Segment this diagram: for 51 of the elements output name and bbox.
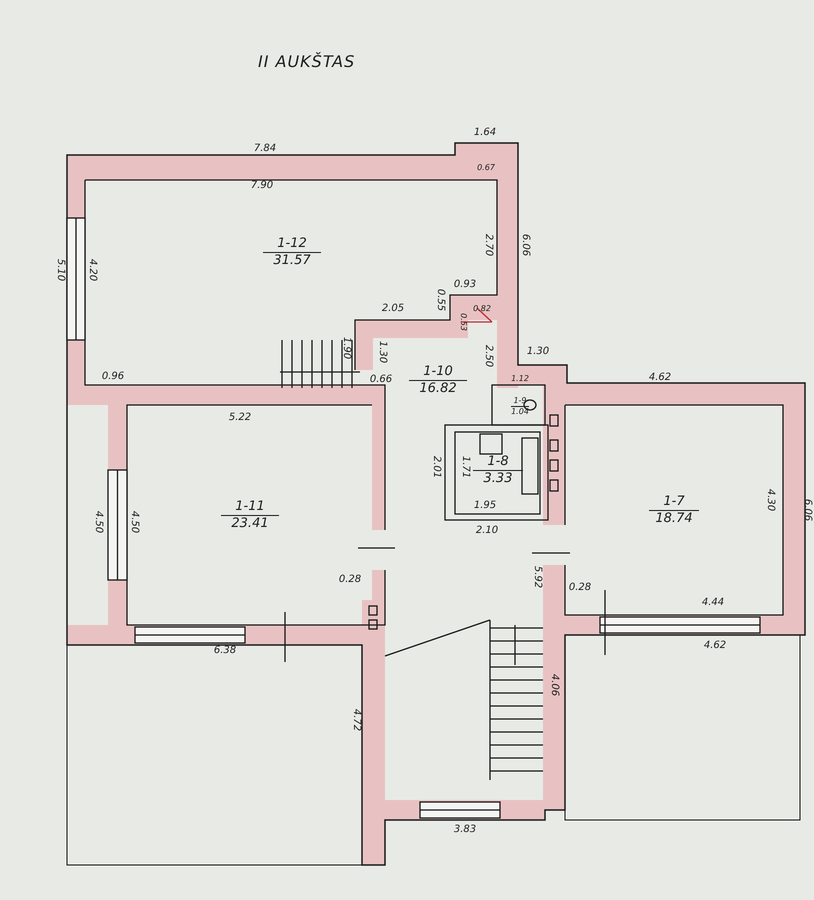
room-number: 1-11 xyxy=(221,498,279,516)
room-number: 1-9 xyxy=(511,396,529,406)
dimension-label: 3.83 xyxy=(454,825,476,835)
dimension-label: 7.84 xyxy=(254,144,276,154)
room-number: 1-12 xyxy=(263,236,321,252)
floor-title: II AUKŠTAS xyxy=(258,52,356,71)
dimension-label: 0.67 xyxy=(477,164,495,172)
dimension-label: 2.50 xyxy=(483,344,493,368)
dimension-label: 6.06 xyxy=(520,234,530,256)
room-number: 1-7 xyxy=(649,494,699,511)
dimension-label: 5.22 xyxy=(228,413,252,423)
dimension-label: 0.28 xyxy=(338,575,362,585)
dimension-label: 5.92 xyxy=(532,566,542,588)
room-area-value: 31.57 xyxy=(273,252,311,268)
dimension-label: 5.10 xyxy=(55,258,65,282)
dimension-label: 0.82 xyxy=(473,305,491,313)
dimension-label: 4.06 xyxy=(549,674,559,696)
dimension-label: 0.96 xyxy=(102,372,124,382)
dimension-label: 0.55 xyxy=(435,288,445,312)
dimension-label: 4.44 xyxy=(702,598,724,608)
dimension-label: 4.62 xyxy=(704,641,726,651)
dimension-label: 4.62 xyxy=(648,373,672,383)
dimension-label: 1.90 xyxy=(341,336,351,360)
dimension-label: 2.01 xyxy=(431,456,441,478)
dimension-label: 2.10 xyxy=(476,526,498,536)
dimension-label: 7.90 xyxy=(250,181,274,191)
room-area-value: 3.33 xyxy=(484,470,512,486)
dimension-label: 1.30 xyxy=(526,347,550,357)
dimension-label: 4.20 xyxy=(87,258,97,282)
dimension-label: 6.38 xyxy=(214,646,236,656)
dimension-label: 0.66 xyxy=(370,375,392,385)
dimension-label: 4.50 xyxy=(129,510,139,534)
dimension-label: 4.50 xyxy=(93,510,103,534)
dimension-label: 1.64 xyxy=(474,128,496,138)
room-number: 1-10 xyxy=(409,364,467,380)
room-number: 1-8 xyxy=(473,454,523,470)
dimension-label: 4.30 xyxy=(765,488,775,512)
dimension-label: 1.30 xyxy=(377,340,387,364)
dimension-label: 4.72 xyxy=(351,708,361,732)
dimension-label: 1.12 xyxy=(511,375,529,383)
room-area-value: 1.04 xyxy=(511,406,529,416)
dimension-label: 0.93 xyxy=(454,280,476,290)
dimension-label: 2.05 xyxy=(382,304,404,314)
dimension-label: 1.95 xyxy=(474,501,496,511)
dimension-label: 0.53 xyxy=(459,313,467,331)
room-area-value: 16.82 xyxy=(419,380,457,396)
room-area-value: 23.41 xyxy=(231,516,269,532)
dimension-label: 2.70 xyxy=(483,234,493,256)
dimension-label: 1.71 xyxy=(460,456,470,478)
dimension-label: 0.28 xyxy=(568,583,592,593)
room-area-value: 18.74 xyxy=(655,511,693,527)
